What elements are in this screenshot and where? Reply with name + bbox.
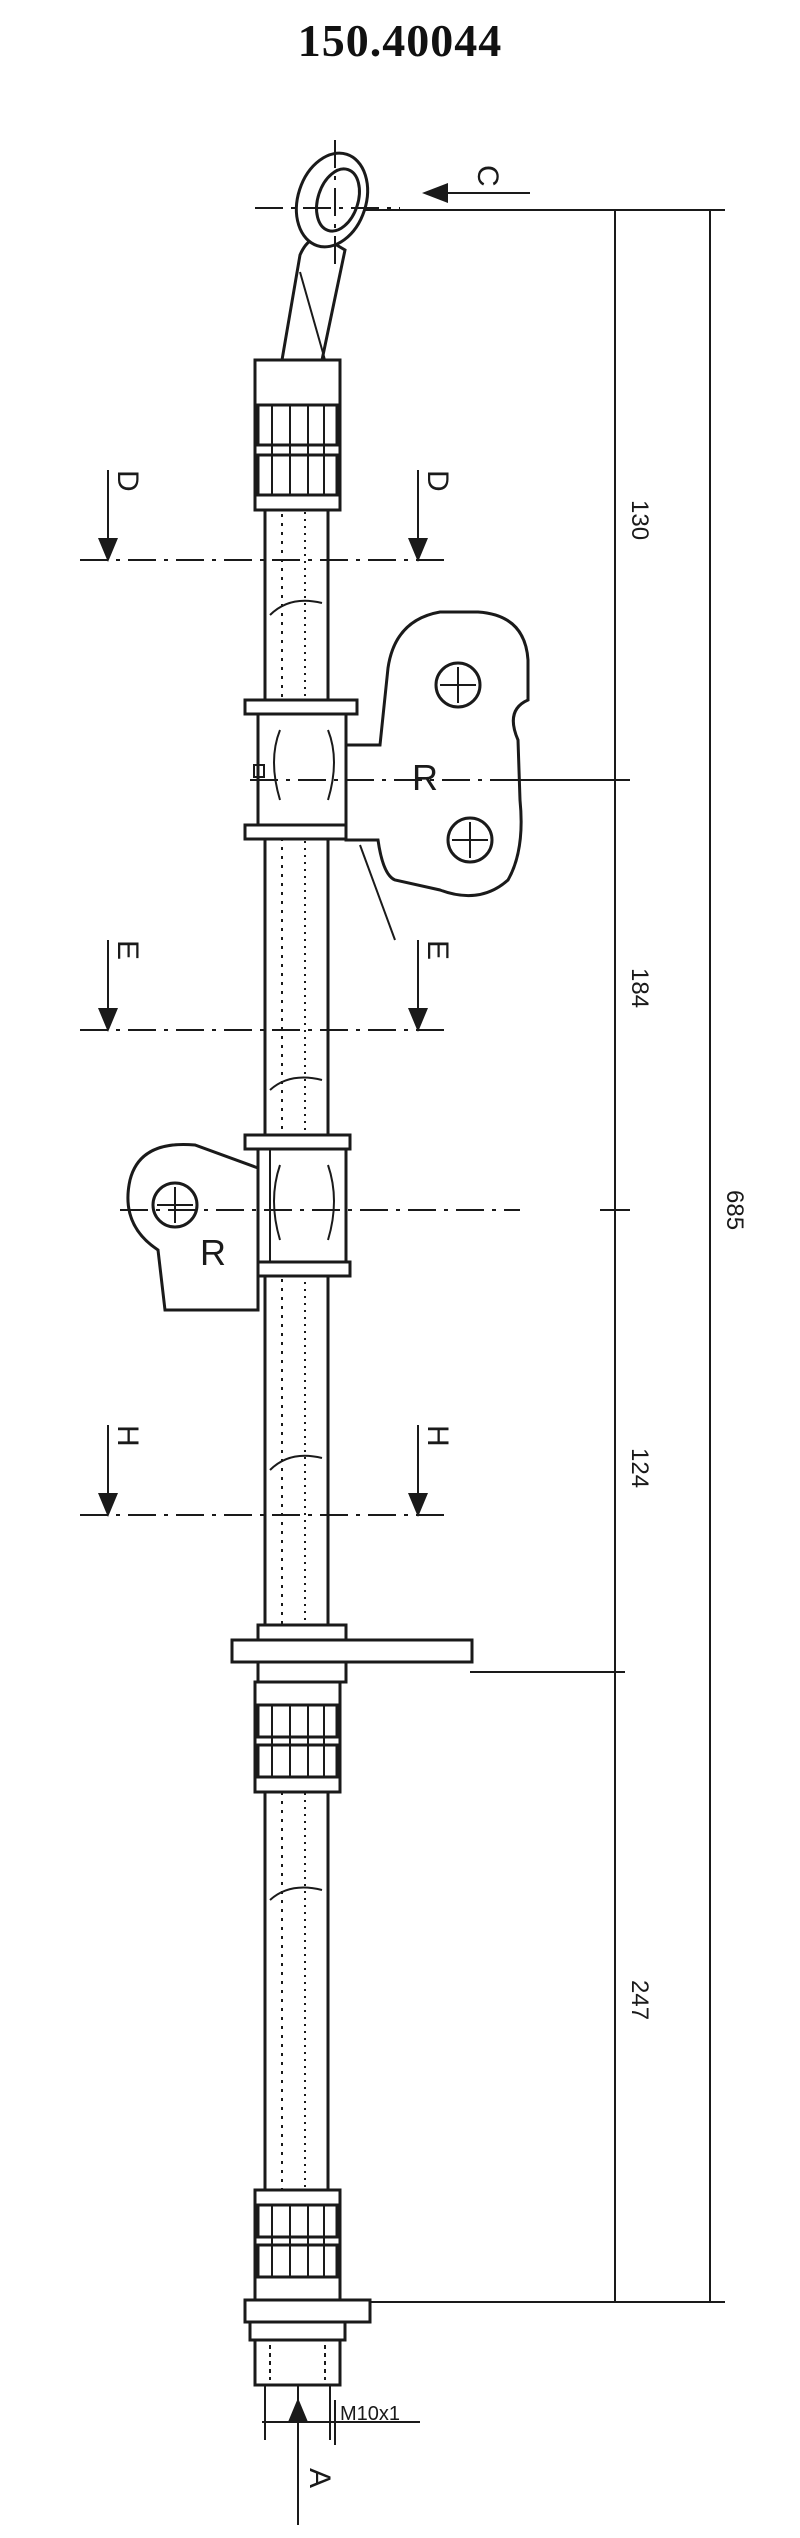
view-a-label: A [303, 2468, 336, 2488]
dim-130-label: 130 [626, 500, 653, 540]
upper-bracket-clip [243, 698, 359, 841]
dim-184-label: 184 [626, 968, 653, 1008]
view-c-label: C [471, 165, 504, 187]
section-h-label-right: H [421, 1425, 454, 1447]
dim-247-label: 247 [626, 1980, 653, 2020]
middle-crimp-ferrule [253, 1680, 342, 1794]
lower-crimp-ferrule [253, 2188, 342, 2302]
dimension-lines [340, 209, 725, 2303]
section-d-markers [80, 470, 450, 562]
lower-mounting-tab [230, 1623, 474, 1684]
upper-bracket-plate [250, 610, 600, 941]
middle-bracket-clip [243, 1133, 352, 1278]
bracket-r-label-middle: R [200, 1232, 226, 1273]
dim-124-label: 124 [626, 1448, 653, 1488]
view-a-arrow [288, 2398, 308, 2525]
section-d-label-right: D [421, 470, 454, 492]
view-c-arrow [422, 183, 530, 203]
section-h-markers [80, 1425, 450, 1517]
thread-spec-label: M10x1 [340, 2403, 400, 2425]
section-e-label-right: E [421, 940, 454, 960]
section-e-label-left: E [111, 940, 144, 960]
middle-bracket-plate [120, 1142, 520, 1312]
section-d-label-left: D [111, 470, 144, 492]
section-h-label-left: H [111, 1425, 144, 1447]
section-e-markers [80, 940, 450, 1032]
part-number-title: 150.40044 [297, 15, 503, 66]
upper-crimp-ferrule [253, 358, 342, 512]
dim-685-label: 685 [721, 1190, 748, 1230]
bracket-r-label-upper: R [412, 757, 438, 798]
banjo-eye-fitting [255, 140, 400, 362]
